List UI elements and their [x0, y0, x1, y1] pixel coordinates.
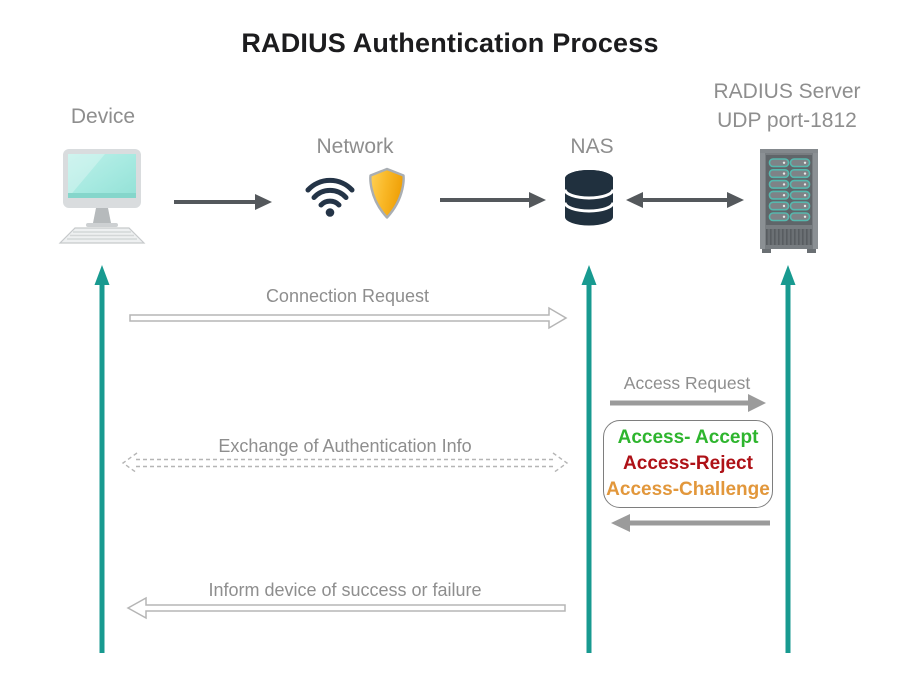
server-rack-icon — [760, 149, 818, 253]
device-lifeline — [94, 265, 110, 653]
page-title: RADIUS Authentication Process — [241, 28, 659, 58]
wifi-icon — [305, 177, 355, 217]
network-label: Network — [316, 135, 394, 158]
nas-label: NAS — [570, 135, 614, 158]
access-request-label: Access Request — [623, 373, 751, 393]
radius-server-label-line1: RADIUS Server — [713, 80, 861, 103]
inform-result-arrow — [126, 596, 566, 620]
connection-request-arrow — [129, 306, 568, 330]
access-response-box: Access- Accept Access-Reject Access-Chal… — [603, 420, 773, 508]
radius-server-label-line2: UDP port-1812 — [717, 109, 857, 132]
access-reject-text: Access-Reject — [623, 453, 753, 474]
network-to-nas-arrow — [440, 192, 546, 208]
access-request-arrow — [610, 394, 766, 412]
exchange-auth-arrow — [121, 452, 569, 474]
nas-lifeline — [581, 265, 597, 653]
exchange-auth-label: Exchange of Authentication Info — [218, 436, 472, 456]
shield-icon — [369, 167, 405, 219]
access-challenge-text: Access-Challenge — [606, 479, 770, 500]
database-icon — [564, 170, 614, 226]
access-accept-text: Access- Accept — [617, 427, 759, 448]
connection-request-label: Connection Request — [265, 286, 430, 306]
device-to-network-arrow — [174, 194, 272, 210]
server-slot-leds — [768, 158, 811, 222]
access-response-arrow — [611, 514, 770, 532]
monitor-keyboard-icon — [58, 149, 146, 244]
radius-server-label: RADIUS Server UDP port-1812 — [698, 77, 876, 135]
nas-radius-double-arrow — [626, 192, 744, 208]
device-label: Device — [70, 105, 136, 128]
radius-lifeline — [780, 265, 796, 653]
inform-result-label: Inform device of success or failure — [208, 580, 482, 600]
